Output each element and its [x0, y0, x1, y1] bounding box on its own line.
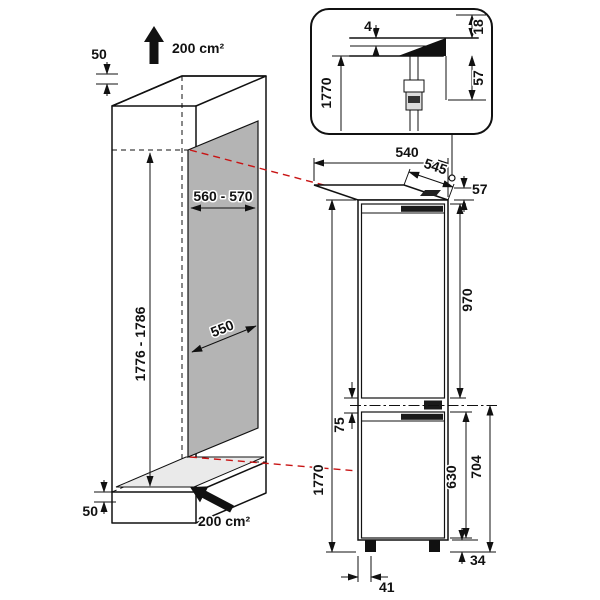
upper-door-label: 970 [459, 288, 475, 312]
detail-reference-point [448, 174, 456, 182]
airflow-up-arrow-icon [144, 26, 164, 64]
dim-height-1770: 1770 [309, 199, 356, 553]
dim-niche-width: 560 - 570 [190, 187, 256, 212]
dim-inset-top-offset-18: 18 [456, 14, 488, 39]
upper-door-grip [401, 205, 443, 212]
hinge-detail [403, 79, 425, 93]
niche-width-label: 560 - 570 [193, 188, 252, 204]
lower-door-grip [401, 413, 443, 420]
foot-height-label: 34 [470, 552, 486, 568]
top-detail-inset: 4 18 57 1770 [310, 8, 493, 135]
dim-foot-depth-41: 41 [341, 556, 396, 597]
bottom-vent-label: 200 cm² [198, 513, 250, 529]
right-foot [429, 540, 440, 552]
appliance-drawing [313, 135, 497, 552]
guide-line-bottom [189, 456, 359, 472]
top-ventilation: 200 cm² [144, 26, 226, 64]
dim-top-clearance-57: 57 [454, 176, 489, 212]
door-gap-label: 75 [331, 417, 347, 433]
cabinet-niche-drawing [111, 75, 267, 524]
dim-inset-height-1770: 1770 [317, 55, 352, 131]
bottom-clearance-label: 50 [82, 503, 98, 519]
foot-depth-label: 41 [379, 579, 395, 595]
lower-section-label: 704 [468, 455, 484, 479]
dim-inset-gap-4: 4 [363, 17, 380, 57]
airflow-bottom-arrow-icon [190, 486, 234, 513]
upper-door [360, 203, 446, 399]
inset-gap-label: 4 [364, 18, 372, 34]
top-clearance-57-label: 57 [472, 181, 488, 197]
dim-upper-door-970: 970 [450, 203, 477, 399]
niche-side-panel [187, 120, 259, 458]
dim-bottom-clearance: 50 [81, 480, 116, 521]
dim-niche-height: 1776 - 1786 [131, 152, 154, 487]
total-depth-label: 545 [422, 155, 449, 178]
bottom-ventilation: 200 cm² [190, 486, 252, 531]
top-hinge [420, 190, 441, 196]
top-clearance-label: 50 [91, 46, 107, 62]
dim-foot-height-34: 34 [452, 528, 487, 570]
dim-lower-section-704: 704 [450, 404, 496, 553]
left-foot [365, 540, 376, 552]
dim-line [408, 171, 454, 188]
vent-wedge [398, 38, 446, 56]
inset-height-label: 1770 [318, 77, 334, 108]
dim-line [191, 325, 257, 353]
dim-inset-hinge-57: 57 [448, 55, 488, 101]
cabinet-top-face [111, 75, 267, 107]
hinge-pin [408, 96, 420, 103]
inset-frame [310, 8, 493, 135]
lower-door [360, 411, 446, 539]
inset-top-offset-label: 18 [470, 19, 486, 35]
top-vent-label: 200 cm² [172, 40, 224, 56]
dim-depth-540: 540 [313, 143, 449, 197]
cabinet-plinth [111, 461, 267, 524]
inset-hinge-label: 57 [470, 70, 486, 86]
dim-door-gap-75: 75 [330, 382, 358, 434]
ext-line [403, 168, 411, 186]
lower-door-label: 630 [443, 465, 459, 489]
dim-top-clearance: 50 [90, 45, 118, 96]
appliance-height-label: 1770 [310, 464, 326, 495]
niche-height-label: 1776 - 1786 [132, 306, 148, 381]
depth-label: 540 [395, 144, 419, 160]
